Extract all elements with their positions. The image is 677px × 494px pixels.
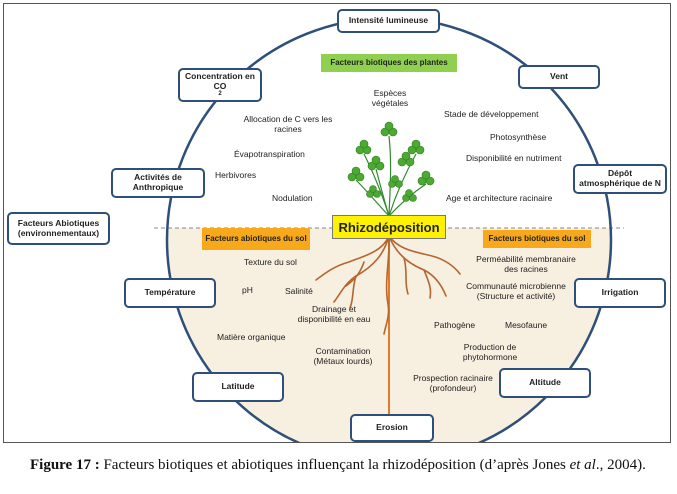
- label-age: Age et architecture racinaire: [446, 193, 553, 203]
- label-disponibilite: Disponibilité en nutriment: [466, 153, 562, 163]
- box-latitude: Latitude: [192, 372, 284, 402]
- label-photosynthese: Photosynthèse: [490, 132, 547, 142]
- roots-illustration: [315, 235, 461, 335]
- box-depot: Dépôt atmosphérique de N: [573, 164, 667, 194]
- label-allocation: Allocation de C vers les racines: [243, 114, 333, 135]
- label-prospection: Prospection racinaire (profondeur): [413, 373, 493, 394]
- box-erosion: Erosion: [350, 414, 434, 442]
- label-evapotranspiration: Évapotranspiration: [234, 149, 305, 159]
- box-altitude: Altitude: [499, 368, 591, 398]
- label-matiere: Matière organique: [217, 332, 286, 342]
- caption-label: Figure 17 :: [30, 457, 100, 473]
- caption-text-end: ., 2004).: [595, 457, 646, 473]
- label-salinite: Salinité: [285, 286, 313, 296]
- label-mesofaune: Mesofaune: [505, 320, 548, 330]
- label-stade: Stade de développement: [444, 109, 539, 119]
- label-drainage: Drainage et disponibilité en eau: [297, 304, 371, 325]
- label-permeabilite: Perméabilité membranaire des racines: [476, 254, 576, 275]
- label-phytohormone: Production de phytohormone: [462, 342, 518, 363]
- figure-caption: Figure 17 : Facteurs biotiques et abioti…: [30, 456, 650, 475]
- caption-text: Facteurs biotiques et abiotiques influen…: [99, 457, 570, 473]
- label-texture: Texture du sol: [244, 257, 297, 267]
- center-rhizodeposition: Rhizodéposition: [332, 215, 446, 239]
- tag-soil-biotic: Facteurs biotiques du sol: [483, 230, 591, 248]
- label-pathogene: Pathogène: [434, 320, 476, 330]
- clover-leaves: [347, 121, 435, 202]
- box-temperature: Température: [124, 278, 216, 308]
- label-contamination: Contamination (Métaux lourds): [313, 346, 373, 367]
- box-irrigation: Irrigation: [574, 278, 666, 308]
- label-nodulation: Nodulation: [272, 193, 313, 203]
- box-abiotiques: Facteurs Abiotiques (environnementaux): [7, 212, 110, 245]
- concentration-label: Concentration en CO: [185, 70, 255, 91]
- box-anthropique: Activités de Anthropique: [111, 168, 205, 198]
- caption-etal: et al: [569, 457, 596, 473]
- label-herbivores: Herbivores: [215, 170, 257, 180]
- label-ph: pH: [242, 285, 253, 295]
- concentration-sub: 2: [218, 91, 222, 98]
- label-especes: Espèces végétales: [371, 88, 409, 109]
- label-communaute: Communauté microbienne (Structure et act…: [466, 281, 566, 302]
- tag-soil-abiotic: Facteurs abiotiques du sol: [202, 228, 310, 250]
- tag-plant-factors: Facteurs biotiques des plantes: [321, 54, 457, 72]
- box-vent: Vent: [518, 65, 600, 89]
- box-intensite: Intensité lumineuse: [337, 9, 440, 33]
